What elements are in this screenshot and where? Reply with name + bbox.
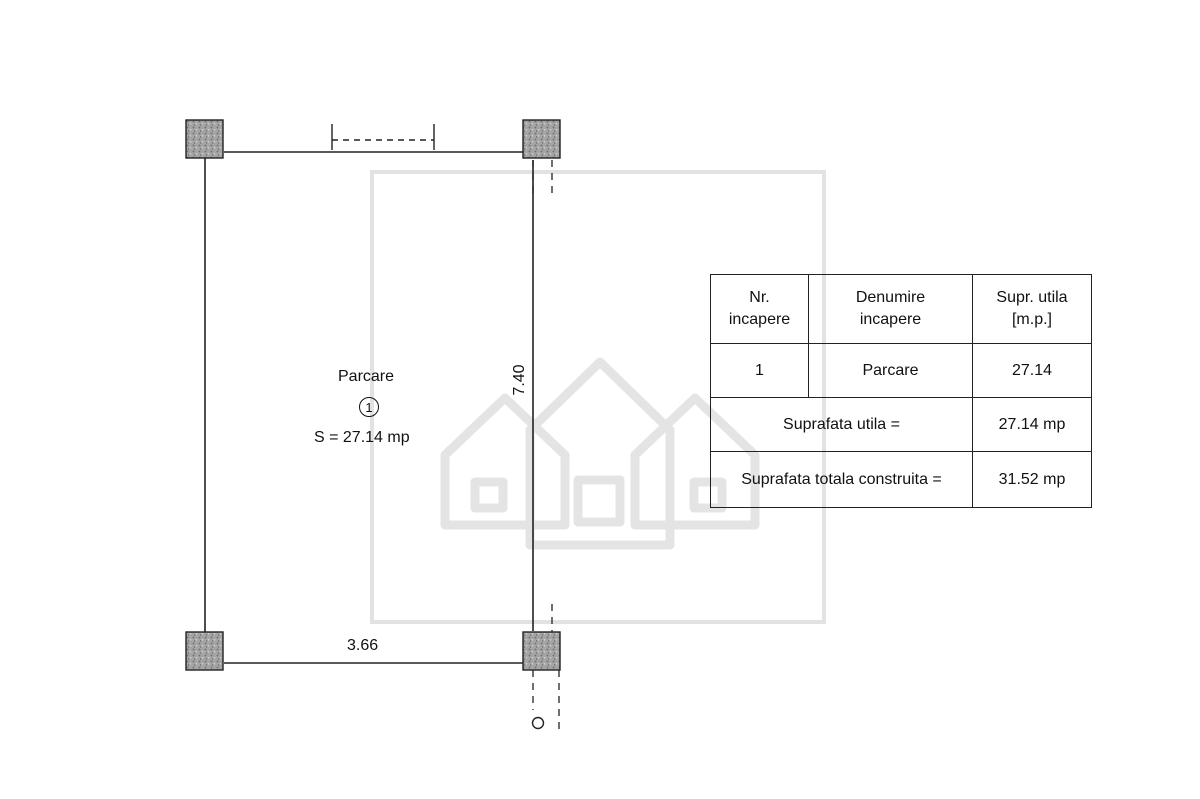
useful-area-row: Suprafata utila = 27.14 mp — [710, 397, 1092, 452]
area-table: Nr. incapere Denumire incapere Supr. uti… — [710, 274, 1092, 508]
total-area-row: Suprafata totala construita = 31.52 mp — [710, 451, 1092, 508]
columns — [185, 119, 561, 671]
dimension-width: 3.66 — [347, 637, 379, 654]
useful-area-label: Suprafata utila = — [710, 397, 973, 452]
useful-area-value: 27.14 mp — [972, 397, 1092, 452]
table-row: 1 Parcare 27.14 — [710, 343, 1092, 398]
dimension-length: 7.40 — [511, 364, 528, 396]
walls — [204, 151, 534, 664]
header-area: Supr. utila [m.p.] — [972, 274, 1092, 344]
column-top-right — [522, 119, 561, 159]
axis-lines — [532, 160, 560, 730]
opening-top — [331, 124, 435, 150]
room-name: Parcare — [338, 368, 395, 385]
watermark-logo — [440, 357, 760, 550]
table-header-row: Nr. incapere Denumire incapere Supr. uti… — [710, 274, 1092, 344]
column-top-left — [185, 119, 224, 159]
axis-marker-icon — [531, 716, 545, 730]
total-area-label: Suprafata totala construita = — [710, 451, 973, 508]
total-area-value: 31.52 mp — [972, 451, 1092, 508]
header-nr: Nr. incapere — [710, 274, 809, 344]
column-bottom-left — [185, 631, 224, 671]
cell-area: 27.14 — [972, 343, 1092, 398]
room-number-marker: 1 — [359, 397, 379, 417]
room-area: S = 27.14 mp — [314, 429, 410, 446]
header-name: Denumire incapere — [808, 274, 973, 344]
cell-nr: 1 — [710, 343, 809, 398]
column-bottom-right — [522, 631, 561, 671]
cell-name: Parcare — [808, 343, 973, 398]
